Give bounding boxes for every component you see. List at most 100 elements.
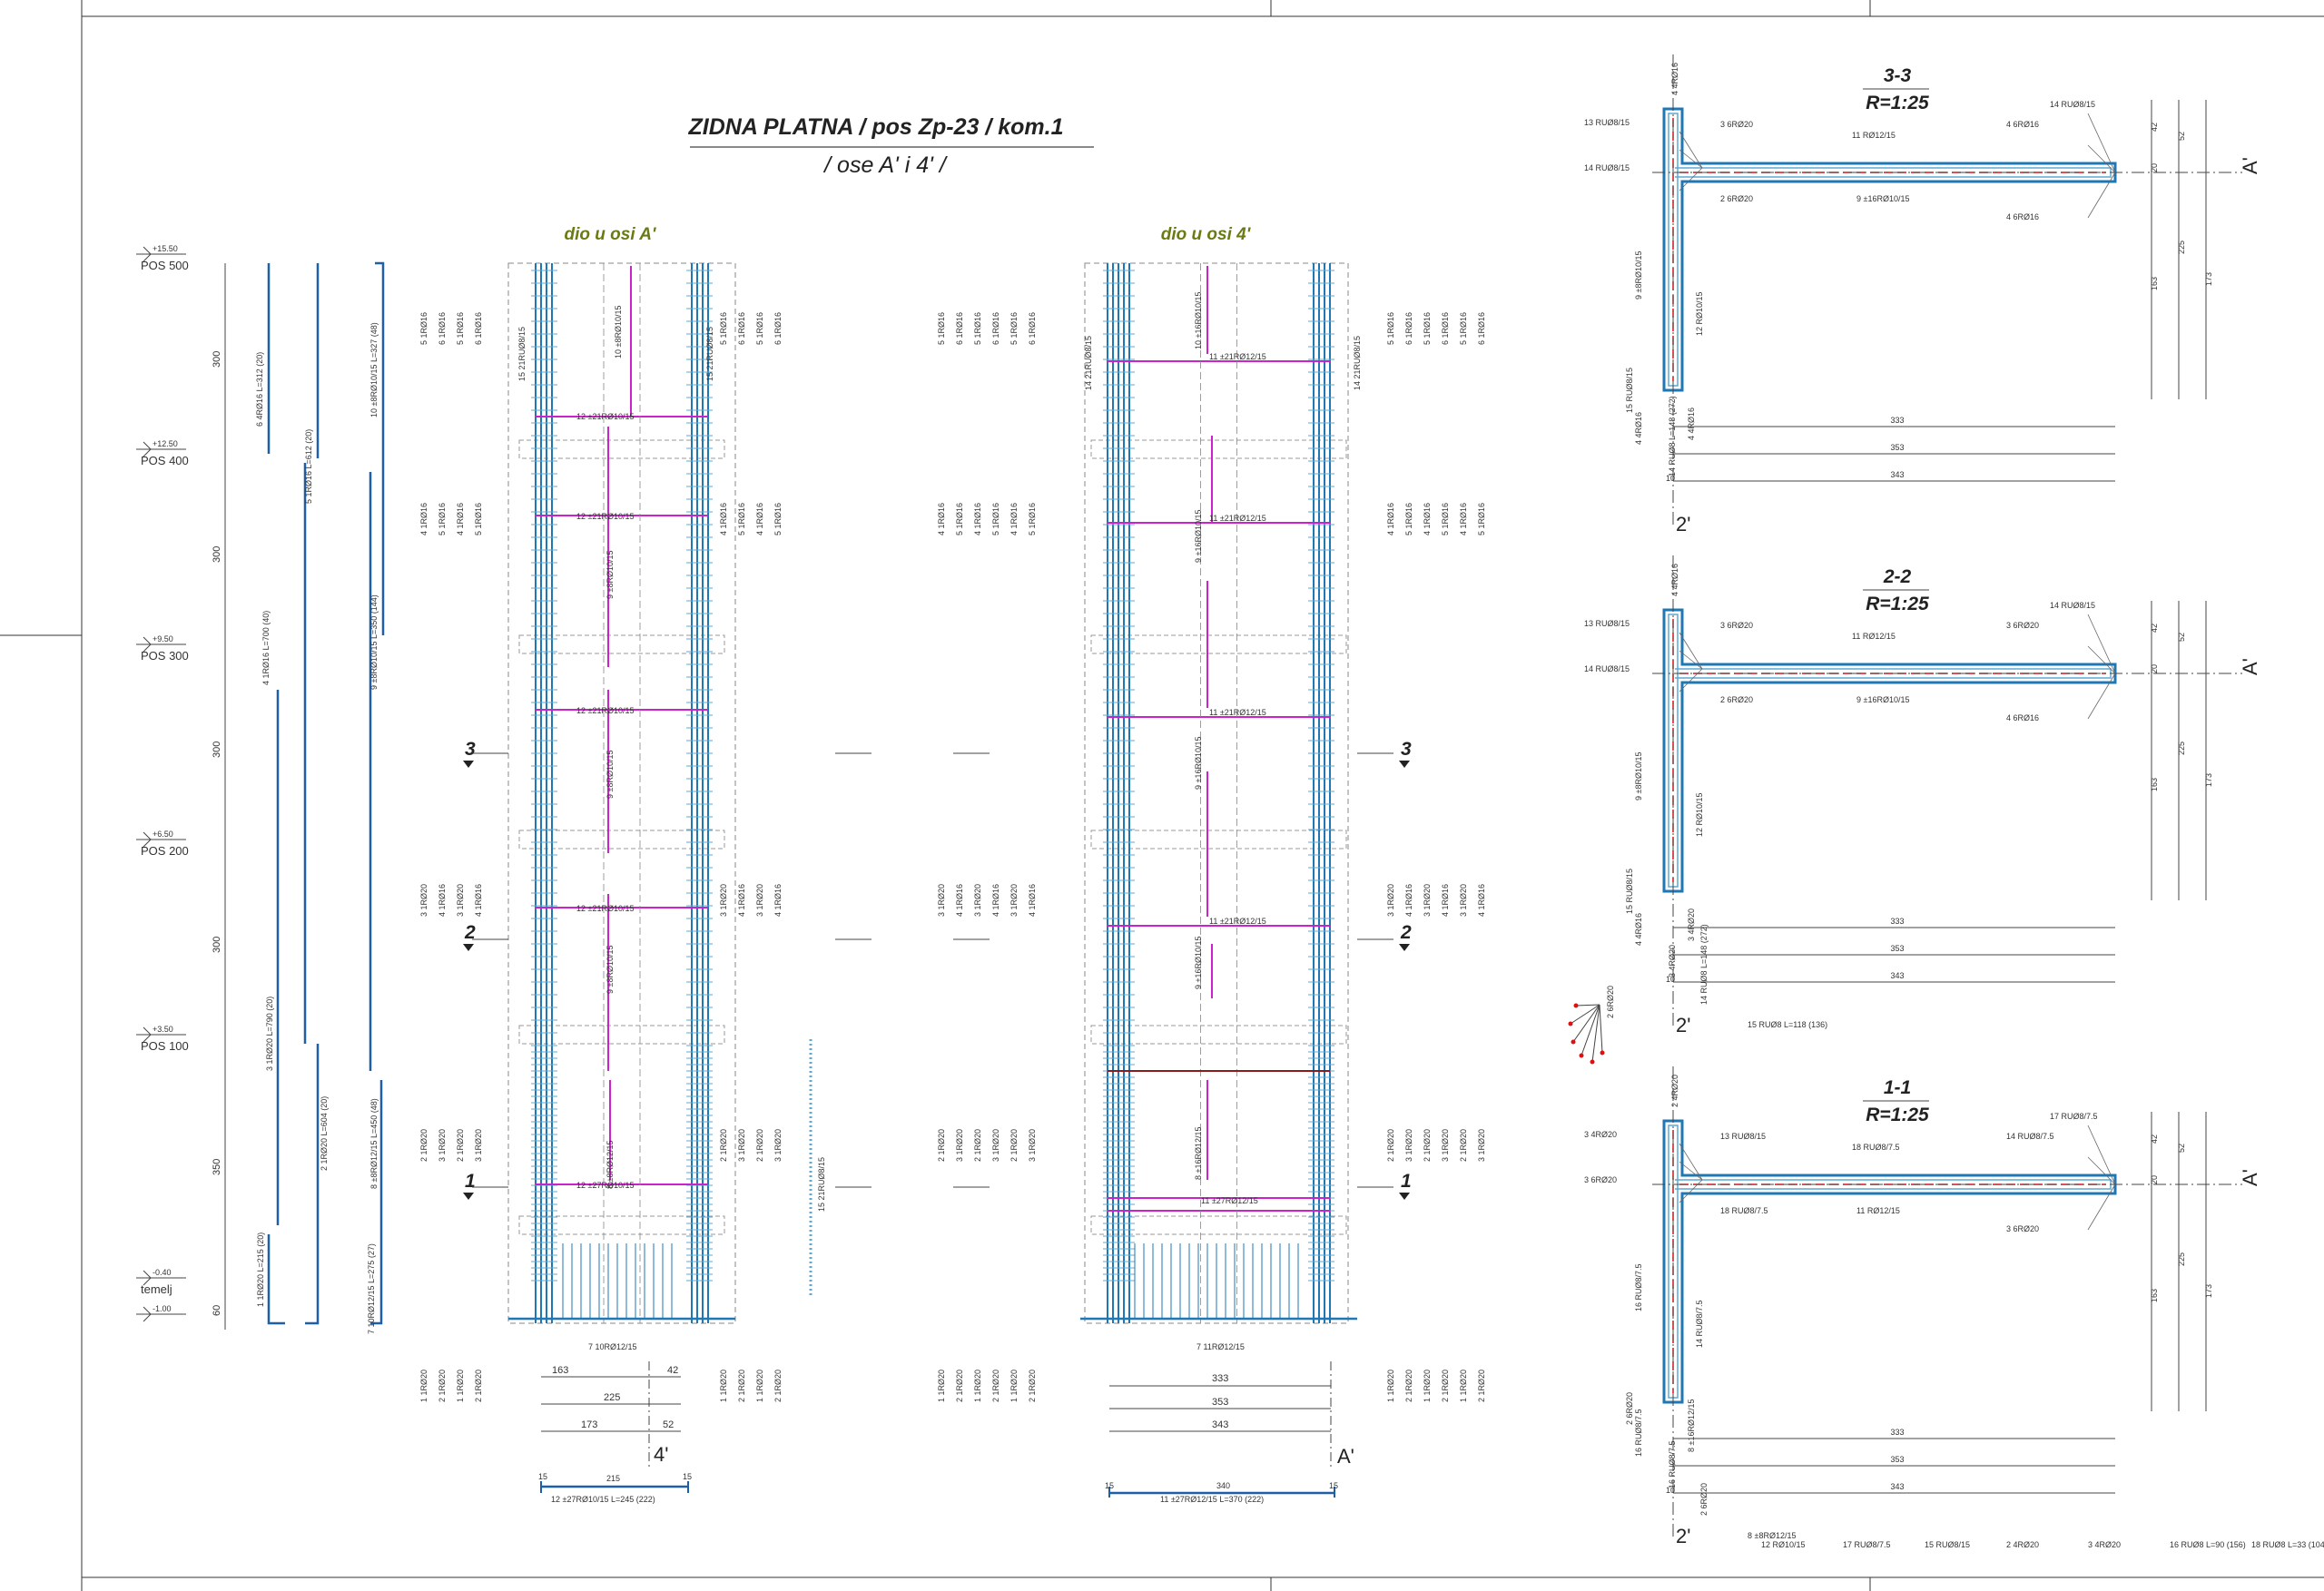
section-rebar-label: 12 RØ10/15	[1761, 1540, 1806, 1549]
horizontal-bar-label: 12 ±21RØ10/15	[576, 706, 634, 715]
section-rebar-label: 13 RUØ8/15	[1720, 1132, 1766, 1141]
section-rebar-label: 16 RUØ8/7.5	[1668, 1440, 1677, 1488]
story-height: 60	[212, 1305, 222, 1316]
level-name: POS 100	[141, 1039, 189, 1053]
bar-tag: 2 1RØ20	[973, 1129, 982, 1162]
stirrup-outline	[1668, 614, 2112, 888]
dimension: 215	[606, 1474, 620, 1483]
dimension: 333	[1212, 1373, 1228, 1384]
section-rebar-label: 15 RUØ8/15	[1625, 368, 1634, 413]
level-name: temelj	[141, 1282, 172, 1296]
bar-tag: 5 1RØ16	[1459, 312, 1468, 345]
dimension: 353	[1890, 944, 1904, 953]
bar-tag: 5 1RØ16	[719, 312, 728, 345]
bar-schedule-labels: 6 4RØ16 L=312 (20) 5 1RØ16 L=612 (20) 10…	[255, 322, 379, 1334]
section-rebar-label: 4 4RØ16	[1634, 412, 1643, 445]
section-rebar-label: 3 6RØ20	[1584, 1175, 1617, 1184]
level-elevation: -0.40	[153, 1268, 172, 1277]
dimension: 163	[2150, 778, 2159, 791]
section-scale: R=1:25	[1866, 594, 1929, 614]
bar-tag: 3 1RØ20	[1477, 1129, 1486, 1162]
bar-tag: 5 1RØ16	[937, 312, 946, 345]
schedule-label: 12 ±27RØ10/15 L=245 (222)	[551, 1495, 655, 1504]
section-rebar-label: 8 ±16RØ12/15	[1687, 1399, 1696, 1452]
story-height: 300	[212, 741, 222, 758]
stirrup-label: 15 21RUØ8/15	[517, 327, 527, 381]
stirrup-label: 15 21RUØ8/15	[705, 327, 714, 381]
section-rebar-label: 9 ±16RØ10/15	[1856, 194, 1909, 203]
bar-tag: 6 1RØ16	[955, 312, 964, 345]
bar-tag: 2 1RØ20	[1423, 1129, 1432, 1162]
level-name: POS 300	[141, 649, 189, 663]
dimension: 353	[1890, 1455, 1904, 1464]
vertical-bar-label: 10 ±16RØ10/15	[1194, 292, 1203, 349]
dimension: 42	[2150, 624, 2159, 633]
axis-label: A'	[2239, 1169, 2261, 1186]
axis-label: 4'	[654, 1443, 668, 1466]
bar-tag: 3 1RØ20	[1386, 884, 1395, 917]
bar-tag: 5 1RØ16	[955, 503, 964, 535]
bar-tag: 4 1RØ16	[1459, 503, 1468, 535]
left-elevation-dimensions	[540, 1361, 689, 1493]
bar-tag: 3 1RØ20	[937, 884, 946, 917]
bar-tag: 6 1RØ16	[1028, 312, 1037, 345]
cut-mark: 1	[1401, 1171, 1412, 1192]
dimension: 333	[1890, 917, 1904, 926]
section-rebar-label: 4 4RØ16	[1670, 564, 1679, 596]
dimension: 343	[1890, 1482, 1904, 1491]
bar-tag: 5 1RØ16	[1404, 503, 1413, 535]
bar-tag: 5 1RØ16	[456, 312, 465, 345]
bar-tag: 4 1RØ16	[1477, 884, 1486, 917]
dimension: 225	[2177, 741, 2186, 755]
dimension: 15	[538, 1472, 547, 1481]
horizontal-bar-label: 12 ±21RØ10/15	[576, 412, 634, 421]
dimension: 173	[581, 1419, 597, 1430]
dimension: 225	[2177, 1252, 2186, 1266]
bar-tag: 4 1RØ16	[991, 884, 1000, 917]
section-title: 3-3	[1884, 65, 1912, 86]
axis-label: 2'	[1676, 1525, 1690, 1547]
section-rebar-label: 14 RUØ8 L=148 (272)	[1699, 924, 1709, 1005]
schedule-label: 2 1RØ20 L=604 (20)	[320, 1096, 329, 1171]
bar-tag: 4 1RØ16	[755, 503, 764, 535]
bar-tag: 5 1RØ16	[419, 312, 428, 345]
section-rebar-label: 3 6RØ20	[2006, 1224, 2039, 1233]
dimension: 333	[1890, 416, 1904, 425]
section-rebar-label: 11 RØ12/15	[1856, 1206, 1900, 1215]
section-rebar-label: 14 RUØ8/15	[1584, 664, 1630, 673]
dimension: 42	[2150, 123, 2159, 132]
section-rebar-label: 4 6RØ16	[2006, 120, 2039, 129]
section-rebar-label: 3 4RØ20	[1584, 1130, 1617, 1139]
bar-tag: 5 1RØ16	[773, 503, 783, 535]
dimension: 333	[1890, 1428, 1904, 1437]
section-title: 1-1	[1884, 1077, 1911, 1098]
vertical-bar-label: 10 ±8RØ10/15	[614, 306, 623, 358]
section-rebar-label: 3 4RØ20	[1668, 945, 1677, 977]
bar-tag: 3 1RØ20	[1459, 884, 1468, 917]
dimension: 15	[683, 1472, 692, 1481]
bar-tag: 2 1RØ20	[955, 1370, 964, 1402]
vertical-bar-label: 8 ±16RØ12/15	[1194, 1127, 1203, 1180]
bar-tag: 4 1RØ16	[474, 884, 483, 917]
dimension: 52	[2177, 1144, 2186, 1153]
section-rebar-label: 16 RUØ8/7.5	[1634, 1263, 1643, 1311]
vertical-bar-label: 9 ±16RØ10/15	[1194, 510, 1203, 563]
bar-tag: 4 1RØ16	[419, 503, 428, 535]
bar-tag: 5 1RØ16	[1477, 503, 1486, 535]
section-rebar-label: 3 6RØ20	[2006, 621, 2039, 630]
bar-tag: 5 1RØ16	[973, 312, 982, 345]
bar-tag: 3 1RØ20	[1441, 1129, 1450, 1162]
bar-tag: 2 1RØ20	[1441, 1370, 1450, 1402]
section-rebar-label: 3 4RØ20	[2088, 1540, 2121, 1549]
bar-tag: 1 1RØ20	[937, 1370, 946, 1402]
section-rebar-label: 2 6RØ20	[1699, 1483, 1709, 1516]
section-rebar-label: 18 RUØ8/7.5	[1852, 1143, 1900, 1152]
bar-tag: 1 1RØ20	[1423, 1370, 1432, 1402]
level-marker: -0.40 temelj	[136, 1268, 186, 1296]
stirrup-outline	[1668, 113, 2112, 387]
section-rebar-label: 18 RUØ8 L=33 (104)	[2251, 1540, 2324, 1549]
